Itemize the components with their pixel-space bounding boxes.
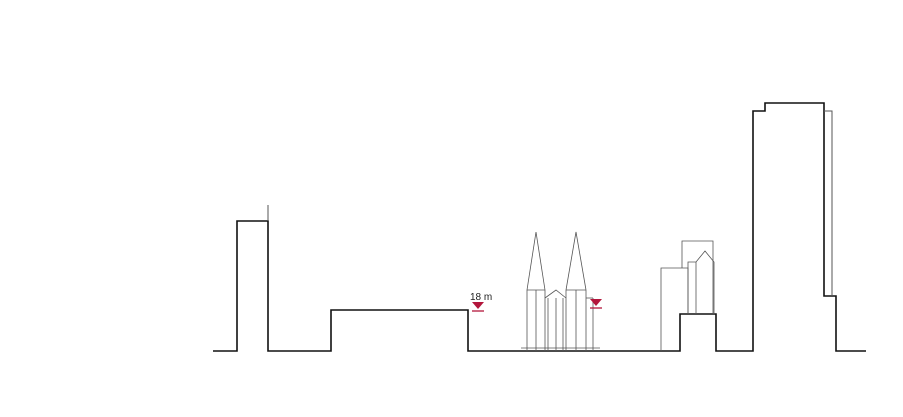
height-marker-right [590, 299, 602, 309]
background-buildings [660, 240, 715, 351]
height-label: 18 m [470, 292, 492, 303]
cathedral-outline [521, 231, 600, 351]
skyline-outline [213, 102, 866, 352]
height-marker-left [472, 302, 484, 312]
right-tower-back-line [824, 110, 833, 296]
